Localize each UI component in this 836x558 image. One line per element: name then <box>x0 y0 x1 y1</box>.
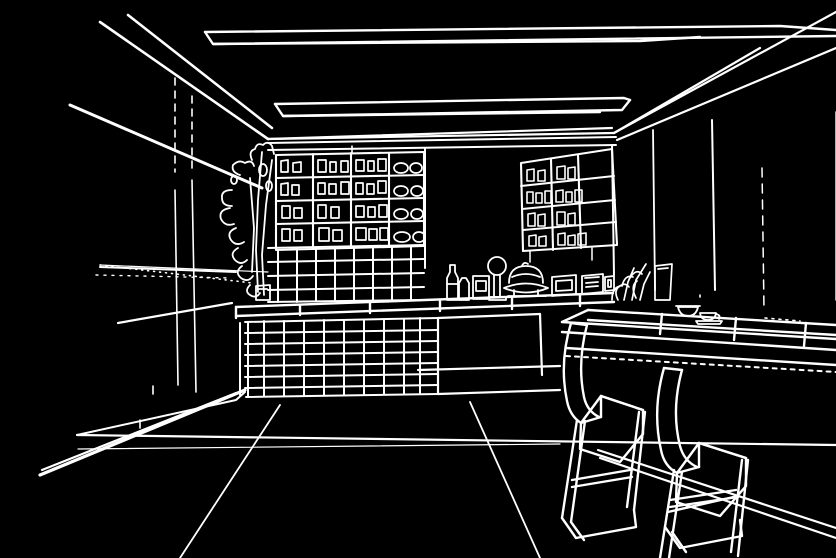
bar-objects <box>675 305 723 325</box>
bowl <box>675 305 701 317</box>
right-shelf-unit <box>519 147 619 263</box>
left-wall-group <box>38 13 274 477</box>
counter-body-right <box>416 312 562 396</box>
shelf-items-row-4 <box>281 227 426 243</box>
floor-rail-diagonal <box>596 448 836 540</box>
pastry-box-1 <box>551 274 577 297</box>
floor-group <box>75 391 836 558</box>
left-wall-mullion-2b <box>191 179 197 393</box>
counter-front-tiles <box>239 317 439 398</box>
flower-arrangement <box>611 263 673 301</box>
shelf-items-row-1 <box>280 158 423 174</box>
right-wall-divider-1 <box>652 129 656 291</box>
right-wall-divider-2 <box>711 119 716 291</box>
coffee-grinder-box <box>472 275 490 300</box>
floor-seam-1 <box>179 404 281 558</box>
floor-seam-2 <box>469 401 541 558</box>
right-shelf-items <box>526 165 587 247</box>
bottle-tall <box>446 264 459 301</box>
ceiling-group <box>203 24 836 118</box>
bottle-short <box>458 277 470 301</box>
right-wall-divider-dashed <box>761 167 765 311</box>
shelf-items-row-3 <box>281 204 424 220</box>
potted-plant <box>219 141 275 301</box>
counter-objects <box>446 256 615 301</box>
left-wall-mullion-1b <box>174 189 179 386</box>
ceiling-light-bar-upper <box>203 24 836 46</box>
counter-top-slab <box>234 291 616 320</box>
ceiling-light-bar-lower <box>273 96 632 118</box>
bar-stool-right <box>655 366 750 558</box>
bar-stool-left <box>560 321 647 542</box>
small-crate <box>604 275 615 292</box>
right-wall-group <box>652 111 836 311</box>
dome-cloche <box>503 261 549 297</box>
pastry-box-2 <box>581 273 604 295</box>
shelf-items-row-2 <box>280 180 424 197</box>
bar-ledge <box>560 308 836 373</box>
cake-stand <box>487 256 507 301</box>
ceiling-corner-lines <box>266 10 836 142</box>
stray-edge-marks <box>139 145 801 429</box>
teacup-and-saucer <box>695 312 723 325</box>
